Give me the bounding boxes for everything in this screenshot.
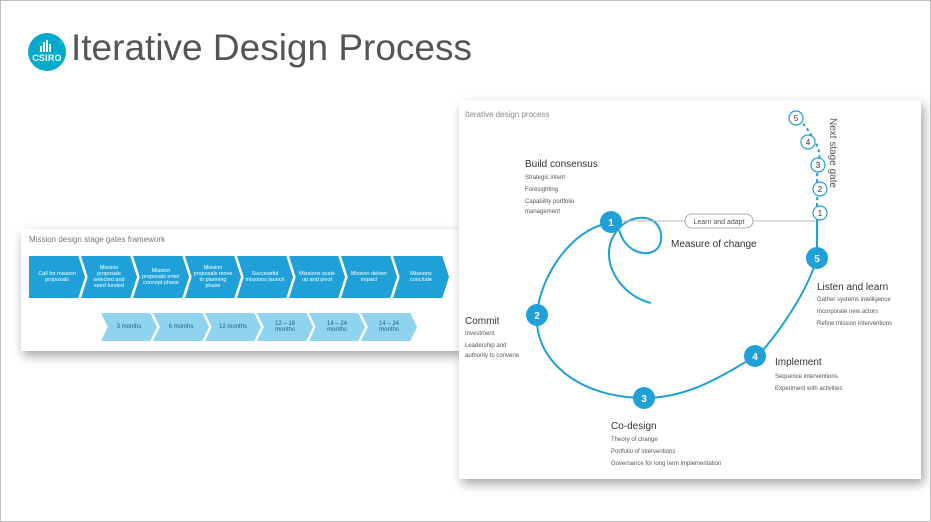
step-3-item-2: Portfolio of interventions: [611, 449, 675, 455]
gate-1-label: 1: [818, 209, 823, 218]
step-2-title: Commit: [465, 316, 500, 327]
step-3-item-1: Theory of change: [611, 437, 658, 443]
step-3-title: Co-design: [611, 421, 657, 432]
gate-5-label: 5: [794, 114, 799, 123]
step-1-item-4: management: [525, 209, 560, 215]
stage-gates-framework-image: Mission design stage gates framework Cal…: [21, 229, 461, 351]
logo-wordmark: CSIRO: [32, 53, 62, 63]
iterative-process-diagram: Iterative design process Learn and adapt…: [459, 100, 921, 479]
step-4-circle: [744, 345, 766, 367]
duration-6: 14 – 24 months: [361, 313, 417, 341]
duration-4: 12 – 18 months: [257, 313, 313, 341]
step-1-title: Build consensus: [525, 159, 598, 170]
gate-1: [812, 205, 828, 221]
step-2-circle: [526, 304, 548, 326]
stage-4: Mission proposals move to planning phase: [185, 256, 241, 298]
gate-5: [788, 110, 804, 126]
duration-5: 14 – 24 months: [309, 313, 365, 341]
step-3-number: 3: [641, 394, 647, 405]
duration-3: 12 months: [205, 313, 261, 341]
step-5-item-2: Incorporate new actors: [817, 309, 878, 315]
framework-title: Mission design stage gates framework: [29, 235, 166, 244]
measure-label: Measure of change: [671, 239, 757, 250]
stage-3: Mission proposals enter concept phase: [133, 256, 189, 298]
duration-1: 3 months: [101, 313, 157, 341]
gate-4-label: 4: [806, 138, 811, 147]
stage-8: Missions conclude: [393, 256, 449, 298]
step-5-item-1: Gather systems intelligence: [817, 297, 891, 303]
stage-5: Successful missions launch: [237, 256, 293, 298]
step-5-number: 5: [814, 254, 820, 265]
slide-title: Iterative Design Process: [71, 27, 473, 68]
step-2-item-2: Leadership and: [465, 343, 506, 349]
step-2-item-3: authority to convene: [465, 353, 520, 359]
csiro-logo: CSIRO: [28, 33, 66, 71]
spiral-inner: [608, 216, 663, 304]
step-5-circle: [806, 247, 828, 269]
gate-4: [800, 134, 816, 150]
logo-bars-icon: [40, 40, 54, 52]
learn-adapt-pill: [684, 213, 754, 229]
step-4-title: Implement: [775, 357, 822, 368]
gate-path: [796, 114, 821, 213]
stage-6: Missions scale up and pivot: [289, 256, 345, 298]
step-1-item-1: Strategic intent: [525, 175, 565, 181]
step-1-item-2: Foresighting: [525, 187, 558, 193]
process-title: Iterative design process: [465, 110, 550, 119]
step-4-item-2: Experiment with activities: [775, 386, 842, 392]
gate-2: [812, 181, 828, 197]
stage-7: Mission deliver impact: [341, 256, 397, 298]
step-3-item-3: Governance for long term implementation: [611, 461, 721, 467]
step-1-item-3: Capability portfolio: [525, 199, 575, 205]
step-4-number: 4: [752, 352, 758, 363]
stage-1: Call for mission proposals: [29, 256, 85, 298]
step-5-item-3: Refine mission interventions: [817, 321, 892, 327]
stage-2: Mission proposals selected and seed fund…: [81, 256, 137, 298]
step-4-item-1: Sequence interventions: [775, 374, 838, 380]
next-stage-gate-label: Next stage gate: [827, 118, 838, 188]
step-5-title: Listen and learn: [817, 282, 888, 293]
step-1-number: 1: [608, 218, 614, 229]
step-3-circle: [633, 387, 655, 409]
gate-2-label: 2: [818, 185, 823, 194]
step-2-number: 2: [534, 311, 540, 322]
learn-adapt-label: Learn and adapt: [694, 219, 745, 226]
gate-3: [810, 157, 826, 173]
duration-2: 6 months: [153, 313, 209, 341]
step-2-item-1: Investment: [465, 331, 495, 337]
step-1-circle: [600, 211, 622, 233]
gate-3-label: 3: [816, 161, 821, 170]
process-diagram-svg: Iterative design process Learn and adapt…: [465, 110, 892, 467]
